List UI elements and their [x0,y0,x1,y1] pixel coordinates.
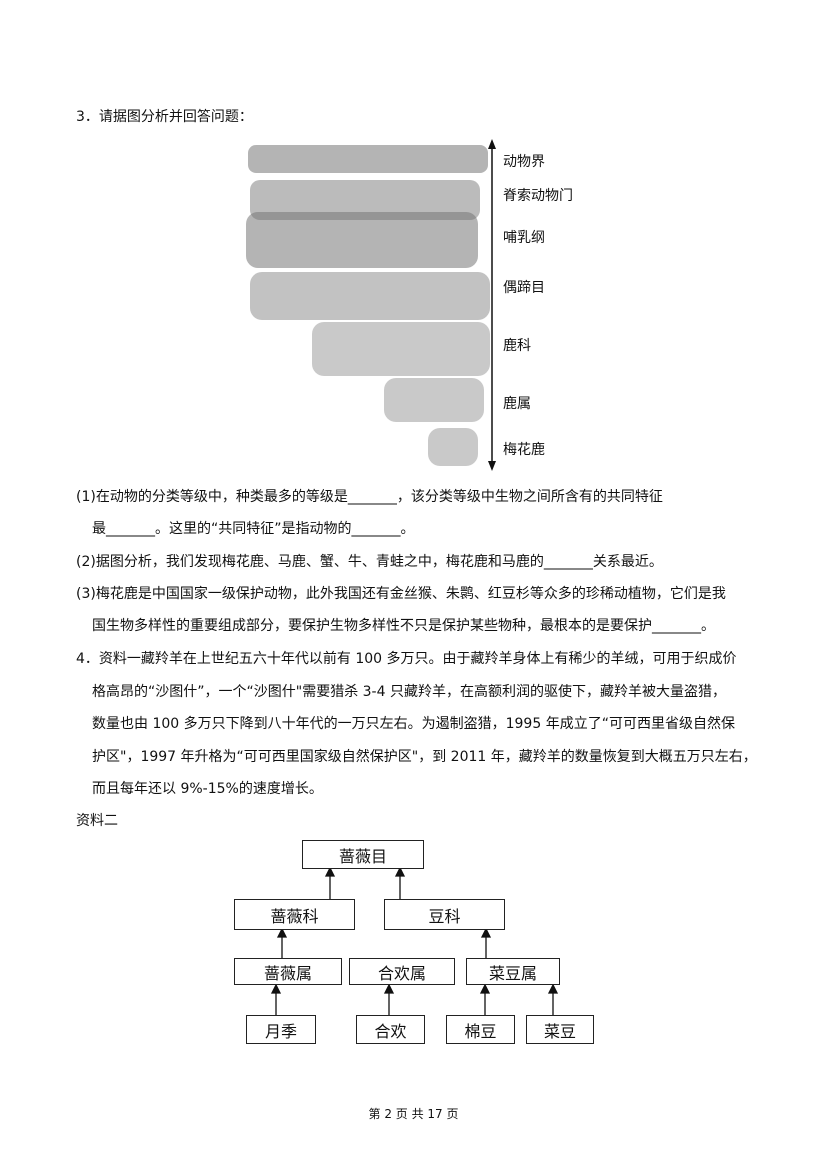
question-4-text: 格高昂的“沙图什”，一个“沙图什"需要猎杀 3-4 只藏羚羊，在高额利润的驱使下… [92,684,726,700]
genus-box: 蔷薇属 [234,958,342,985]
genus-box: 合欢属 [349,958,455,985]
artiodactyla-images [250,272,490,320]
question-3-title: 3．请据图分析并回答问题： [76,109,253,125]
level-label: 鹿属 [503,396,531,412]
mammalia-images [246,212,478,268]
question-3-part-1: (1)在动物的分类等级中，种类最多的等级是_______，该分类等级中生物之间所… [76,489,663,505]
question-3-part-3: (3)梅花鹿是中国国家一级保护动物，此外我国还有金丝猴、朱鹮、红豆杉等众多的珍稀… [76,586,726,602]
level-label: 脊索动物门 [503,188,573,204]
cervus-images [384,378,484,422]
cervidae-images [312,322,490,376]
level-label: 偶蹄目 [503,280,545,296]
question-4-text: 4．资料一藏羚羊在上世纪五六十年代以前有 100 多万只。由于藏羚羊身体上有稀少… [76,651,737,667]
question-4-text: 护区"，1997 年升格为“可可西里国家级自然保护区"，到 2011 年，藏羚羊… [92,749,757,765]
question-3-part-2: (2)据图分析，我们发现梅花鹿、马鹿、蟹、牛、青蛙之中，梅花鹿和马鹿的_____… [76,554,663,570]
animal-kingdom-images [248,145,488,173]
question-3-part-1-cont: 最_______。这里的“共同特征”是指动物的_______。 [92,521,415,537]
family-box: 蔷薇科 [234,899,355,930]
question-3-part-3-cont: 国生物多样性的重要组成部分，要保护生物多样性不只是保护某些物种，最根本的是要保护… [92,618,715,634]
material-2-label: 资料二 [76,813,118,829]
question-4-text: 数量也由 100 多万只下降到八十年代的一万只左右。为遏制盗猎，1995 年成立… [92,716,735,732]
family-box: 豆科 [384,899,505,930]
level-label: 哺乳纲 [503,230,545,246]
species-box: 棉豆 [446,1015,515,1044]
page-footer: 第 2 页 共 17 页 [368,1107,459,1121]
question-4-text: 而且每年还以 9%-15%的速度增长。 [92,781,323,797]
order-box: 蔷薇目 [302,840,424,869]
sika-deer-image [428,428,478,466]
species-box: 合欢 [356,1015,425,1044]
genus-box: 菜豆属 [466,958,560,985]
species-box: 月季 [246,1015,316,1044]
level-label: 鹿科 [503,338,531,354]
species-box: 菜豆 [526,1015,594,1044]
level-label: 动物界 [503,154,545,170]
level-label: 梅花鹿 [503,442,545,458]
